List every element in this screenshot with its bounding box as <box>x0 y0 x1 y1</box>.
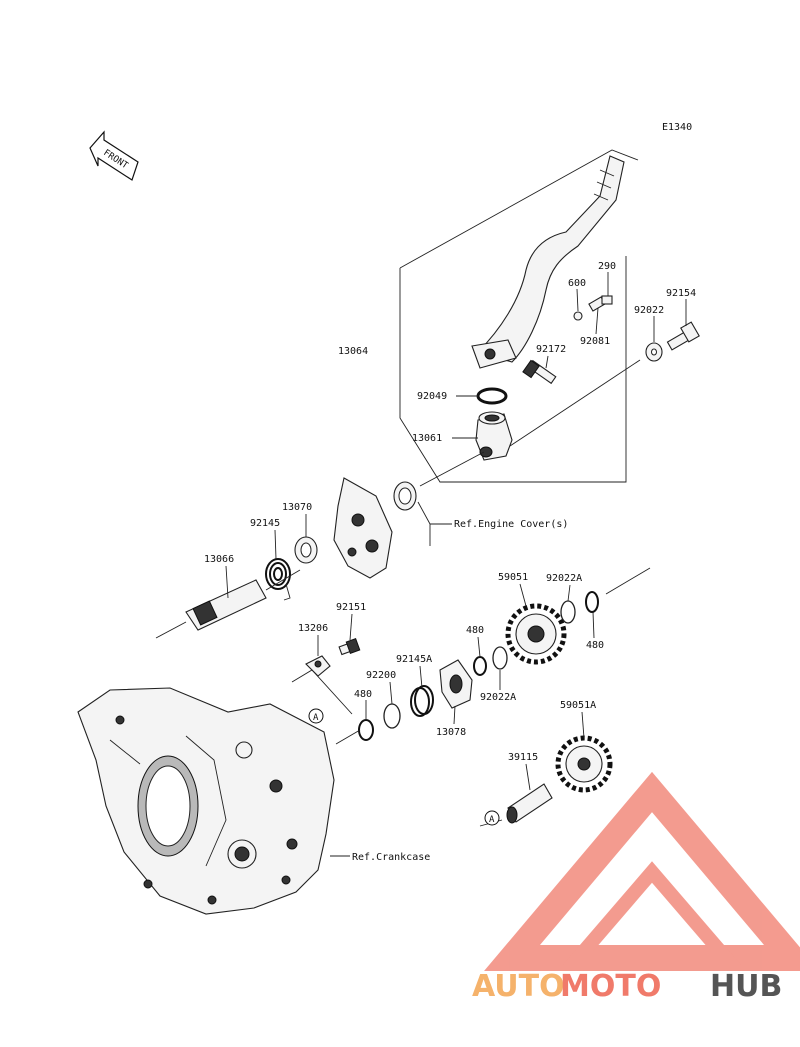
kick-assembly-frame <box>399 149 639 483</box>
label-13206: 13206 <box>298 623 328 634</box>
watermark-moto: MOTO <box>560 969 661 1004</box>
label-92145A: 92145A <box>396 654 432 665</box>
diagram-id: E1340 <box>662 122 692 133</box>
gear-axis <box>605 567 651 595</box>
axis-line-2 <box>509 359 641 447</box>
callout-a-bottom: A <box>484 810 500 826</box>
circlip-480-left <box>358 719 374 741</box>
kick-pedal-arm <box>471 155 625 369</box>
washer-92022A-top <box>560 600 576 624</box>
label-480-left: 480 <box>354 689 372 700</box>
bolt-92154 <box>666 321 700 351</box>
label-13061: 13061 <box>412 433 442 444</box>
bolt-92151 <box>338 638 361 656</box>
label-59051: 59051 <box>498 572 528 583</box>
label-92145: 92145 <box>250 518 280 529</box>
label-92081: 92081 <box>580 336 610 347</box>
watermark-logo <box>484 771 800 971</box>
ball-600 <box>573 311 583 321</box>
label-13078: 13078 <box>436 727 466 738</box>
label-600: 600 <box>568 278 586 289</box>
label-13064: 13064 <box>338 346 368 357</box>
label-92022A-bottom: 92022A <box>480 692 516 703</box>
washer-92022 <box>645 342 663 362</box>
kick-boss-13061 <box>475 411 513 461</box>
kick-shaft-13066 <box>155 569 301 639</box>
washer-92022A-bottom <box>492 646 508 670</box>
label-13066: 13066 <box>204 554 234 565</box>
label-59051A: 59051A <box>560 700 596 711</box>
pin-290 <box>601 295 613 305</box>
axis-line <box>419 451 485 487</box>
label-92200: 92200 <box>366 670 396 681</box>
label-480-right: 480 <box>586 640 604 651</box>
bolt-92172 <box>522 359 557 385</box>
label-92151: 92151 <box>336 602 366 613</box>
ref-leader <box>417 501 431 525</box>
ref-crankcase: Ref.Crankcase <box>352 852 430 863</box>
label-39115: 39115 <box>508 752 538 763</box>
spring-92145A <box>410 685 434 717</box>
shaft-39115 <box>479 783 553 827</box>
crankcase <box>77 687 335 915</box>
watermark-auto: AUTO <box>472 969 565 1004</box>
label-290: 290 <box>598 261 616 272</box>
label-480-mid: 480 <box>466 625 484 636</box>
label-92022: 92022 <box>634 305 664 316</box>
label-92172: 92172 <box>536 344 566 355</box>
watermark-text: AUTO MOTO HUB <box>472 969 782 1004</box>
circlip-480-right <box>585 591 599 613</box>
svg-text:A: A <box>313 713 319 723</box>
guide-leader <box>291 669 353 715</box>
engine-cover-seal <box>393 481 417 511</box>
label-92049: 92049 <box>417 391 447 402</box>
gear-59051A <box>555 735 613 793</box>
callout-a-top: A <box>308 708 324 724</box>
engine-cover-bracket <box>333 477 393 579</box>
gear-59051 <box>505 603 567 665</box>
oil-seal-92049 <box>476 387 508 405</box>
label-92154: 92154 <box>666 288 696 299</box>
kick-spring-92145 <box>265 558 291 601</box>
bushing-13070 <box>294 536 318 564</box>
label-13070: 13070 <box>282 502 312 513</box>
guide-13206 <box>305 655 331 677</box>
svg-text:A: A <box>489 815 495 825</box>
part-labels: 290 600 92154 92022 92081 92172 13064 92… <box>204 261 696 863</box>
crankcase-axis <box>335 729 361 745</box>
label-92022A-top: 92022A <box>546 573 582 584</box>
watermark-hub: HUB <box>710 969 782 1004</box>
ratchet-13078 <box>439 659 473 709</box>
circlip-480-mid <box>473 656 487 676</box>
front-arrow-icon: FRONT <box>89 130 139 181</box>
washer-92200 <box>383 703 401 729</box>
ref-engine-cover: Ref.Engine Cover(s) <box>454 519 568 530</box>
